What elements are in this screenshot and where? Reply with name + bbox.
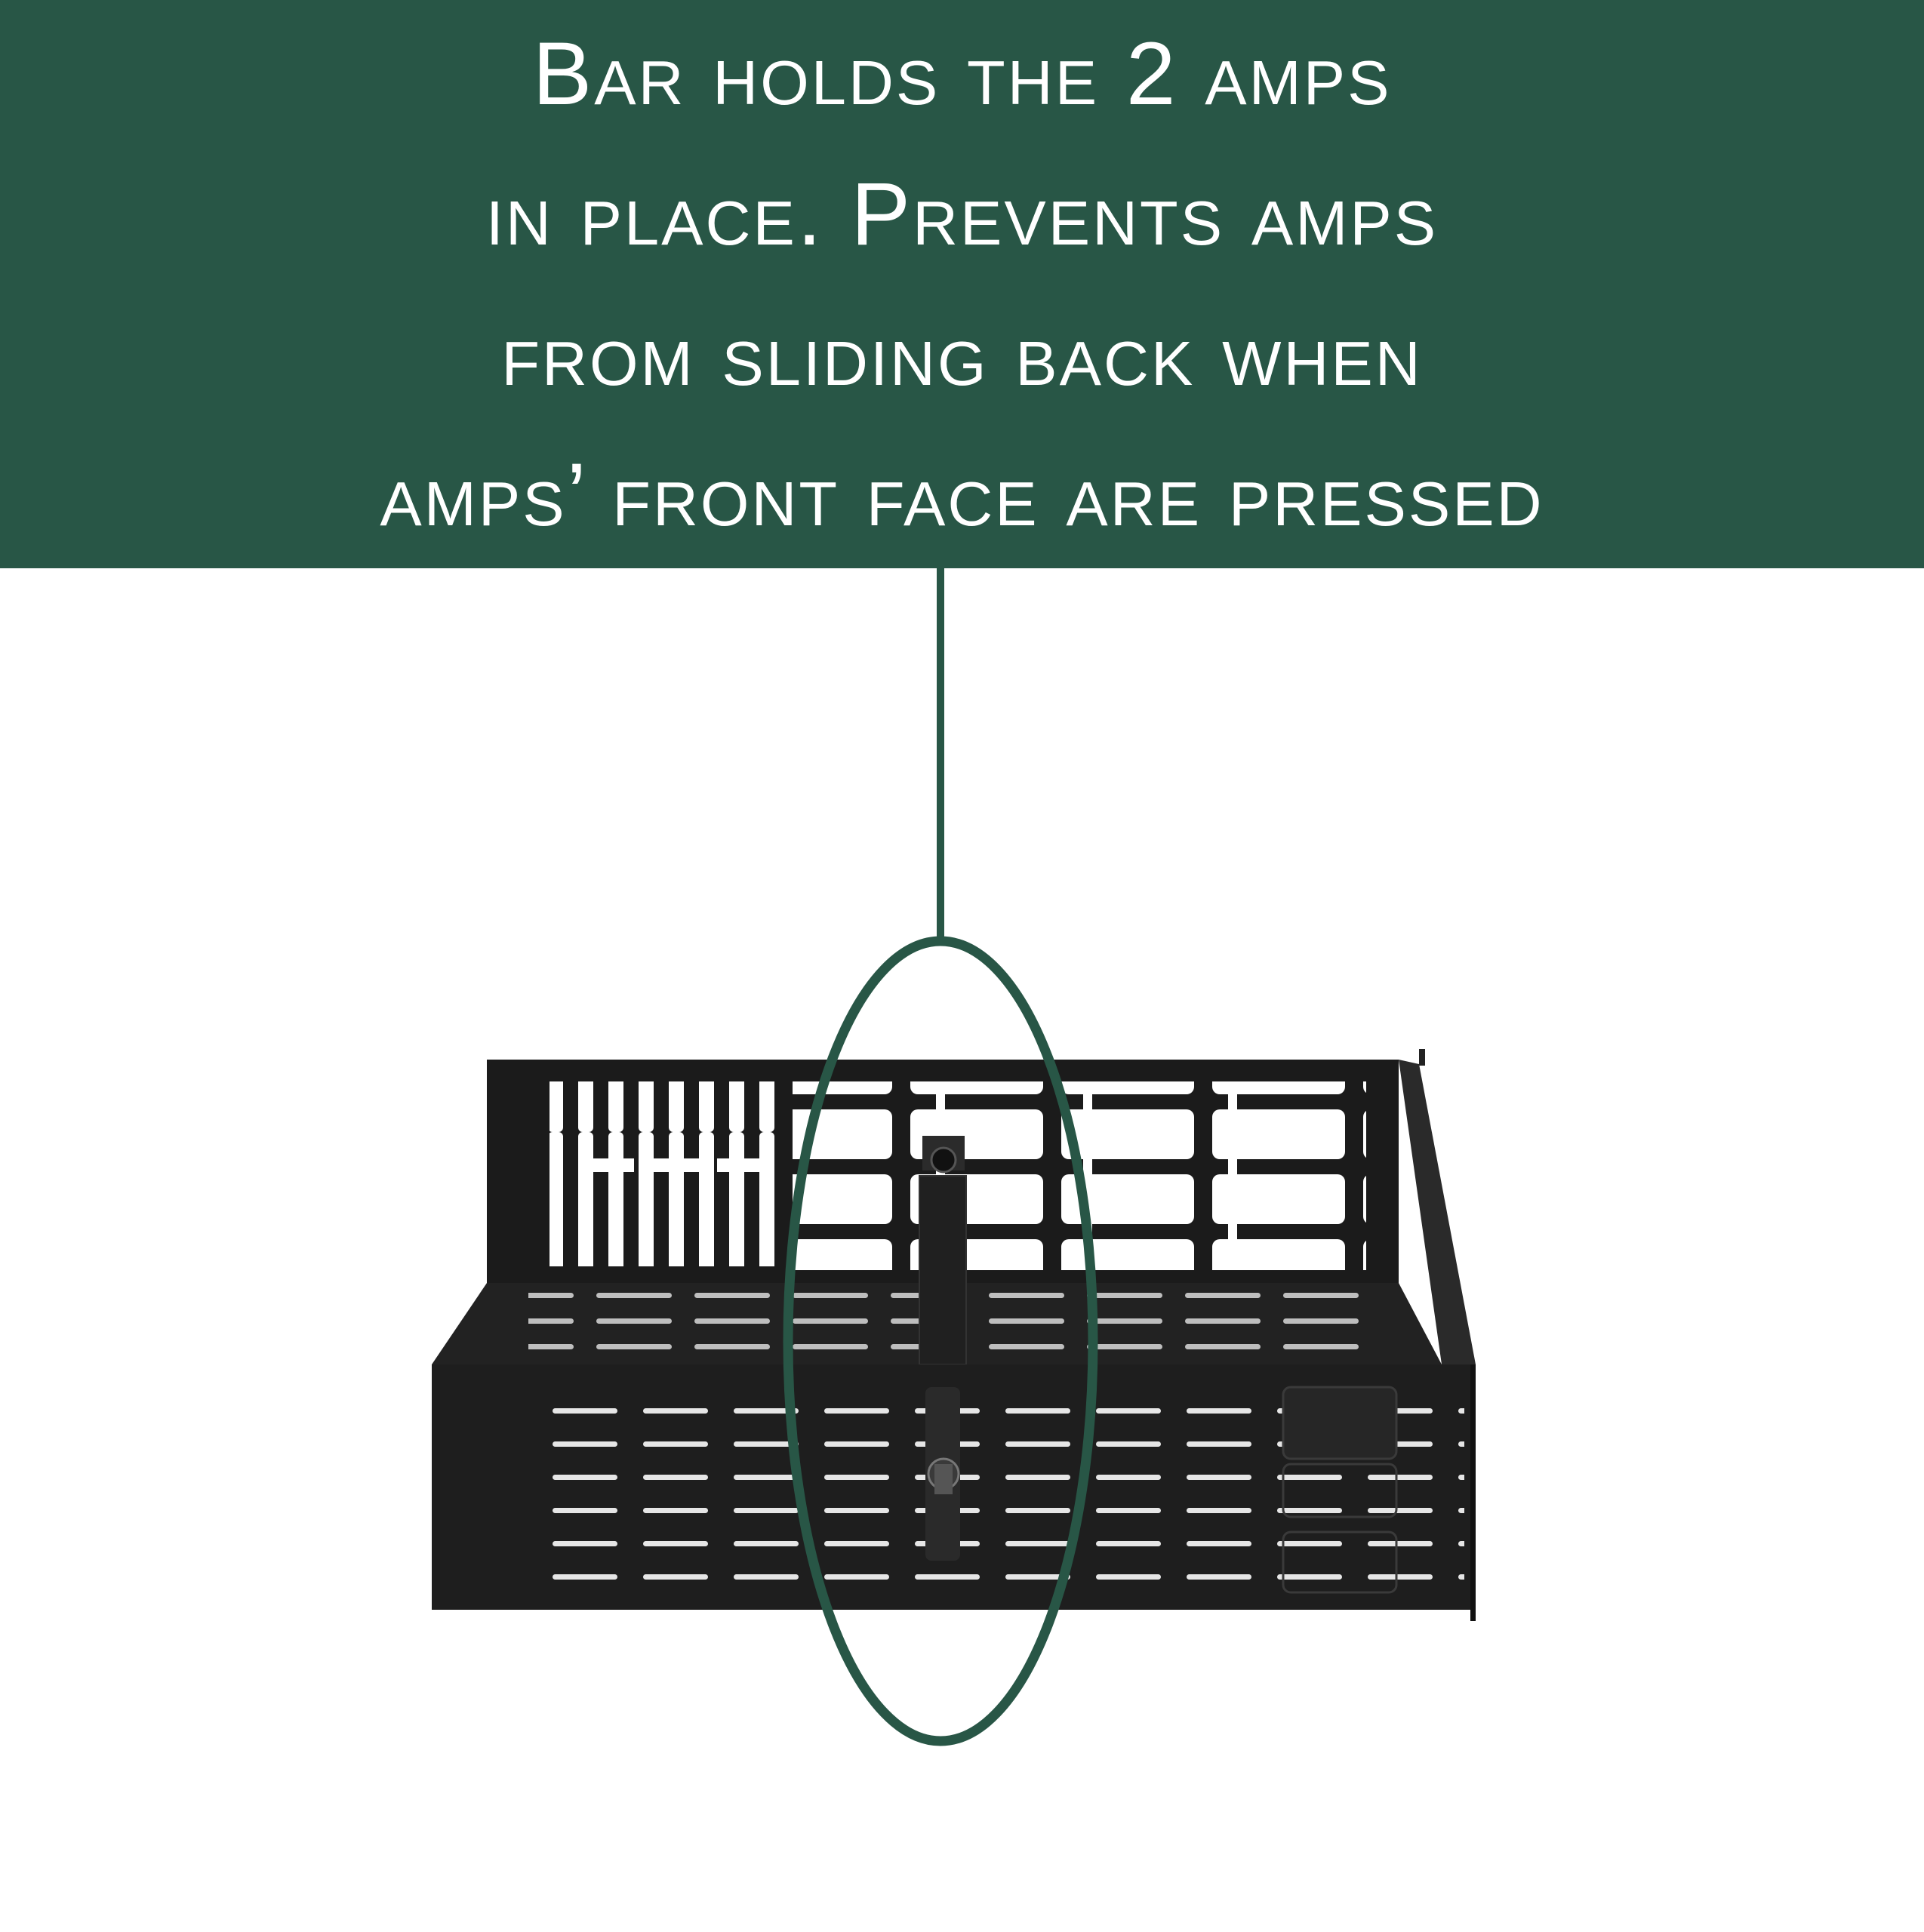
callout-line-2: in place. Prevents amps xyxy=(485,164,1439,264)
callout-banner: Bar holds the 2 amps in place. Prevents … xyxy=(0,0,1924,568)
front-panel xyxy=(432,1364,1476,1621)
callout-line-1: Bar holds the 2 amps xyxy=(532,23,1392,124)
callout-line-4: amps’ front face are pressed xyxy=(380,445,1544,545)
callout-line-3: from sliding back when xyxy=(501,304,1423,405)
retaining-bar xyxy=(919,1136,967,1365)
highlight-ellipse xyxy=(783,936,1098,1746)
